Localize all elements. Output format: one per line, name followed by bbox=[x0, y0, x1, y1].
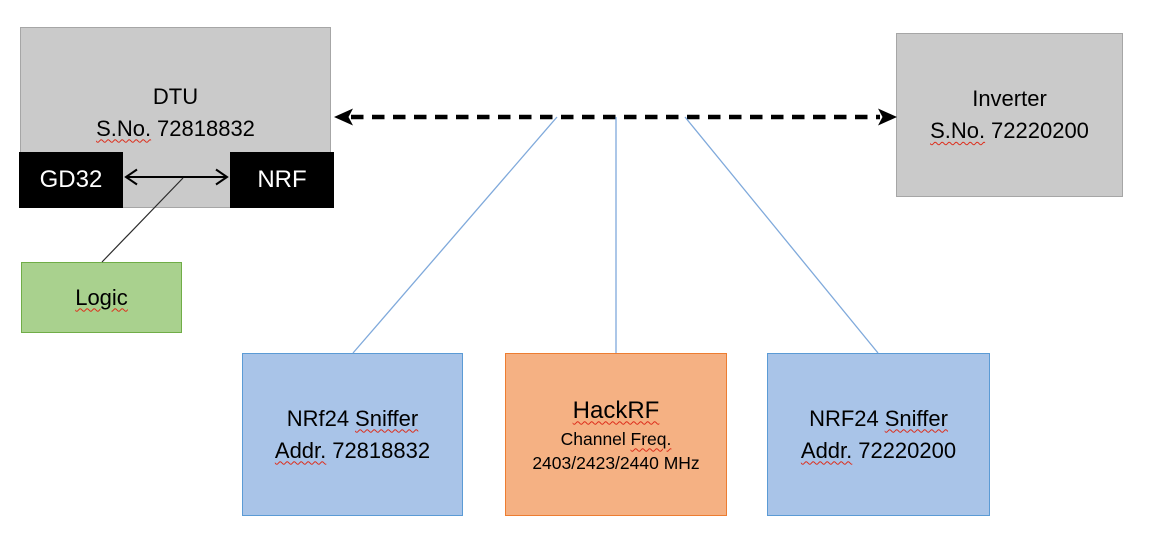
hackrf-title-line: HackRF bbox=[573, 395, 660, 427]
inverter-box: Inverter S.No. 72220200 bbox=[896, 33, 1123, 197]
connector-link-to-sniffer-left bbox=[352, 116, 558, 354]
dashed-link-right-arrowhead-icon bbox=[878, 108, 897, 126]
sniffer-left-addr-number: 72818832 bbox=[332, 437, 431, 463]
logic-line: Logic bbox=[75, 282, 128, 314]
sniffer-right-addr-label: Addr. bbox=[800, 437, 853, 463]
sniffer-left-name-line: NRf24 Sniffer bbox=[287, 403, 418, 435]
sniffer-left-box: NRf24 Sniffer Addr. 72818832 bbox=[242, 353, 463, 516]
sniffer-left-name-prefix: NRf24 bbox=[286, 405, 350, 431]
hackrf-channel-line: Channel Freq. bbox=[561, 427, 672, 451]
inverter-title: Inverter bbox=[972, 83, 1047, 115]
inverter-title-text: Inverter bbox=[972, 86, 1047, 111]
nrf-chip: NRF bbox=[230, 152, 334, 208]
dashed-link-left-arrowhead-icon bbox=[334, 108, 353, 126]
nrf-label: NRF bbox=[257, 166, 307, 193]
sniffer-left-addr-label: Addr. bbox=[274, 437, 327, 463]
gd32-label: GD32 bbox=[39, 166, 103, 193]
sniffer-left-name-word: Sniffer bbox=[355, 405, 419, 431]
inverter-serial-number: 72220200 bbox=[991, 118, 1089, 143]
inverter-serial-label: S.No. bbox=[930, 118, 986, 143]
dtu-title-text: DTU bbox=[152, 83, 199, 109]
dtu-serial-line: S.No. 72818832 bbox=[96, 113, 255, 145]
sniffer-right-name-prefix: NRF24 bbox=[809, 405, 879, 431]
dtu-title: DTU bbox=[153, 81, 198, 113]
sniffer-right-box: NRF24 Sniffer Addr. 72220200 bbox=[767, 353, 990, 516]
hackrf-frequencies-line: 2403/2423/2440 MHz bbox=[532, 451, 699, 475]
dtu-serial-number: 72818832 bbox=[157, 115, 255, 141]
hackrf-freq-word: Freq. bbox=[630, 428, 672, 449]
inverter-serial-line: S.No. 72220200 bbox=[930, 115, 1089, 147]
sniffer-right-name-word: Sniffer bbox=[884, 405, 948, 431]
dtu-serial-label: S.No. bbox=[96, 115, 152, 141]
hackrf-title: HackRF bbox=[572, 396, 660, 424]
sniffer-left-addr-line: Addr. 72818832 bbox=[275, 435, 430, 467]
connector-link-to-sniffer-right bbox=[684, 116, 879, 354]
hackrf-frequencies: 2403/2423/2440 MHz bbox=[532, 452, 700, 473]
sniffer-right-addr-line: Addr. 72220200 bbox=[801, 435, 956, 467]
sniffer-right-addr-number: 72220200 bbox=[858, 437, 957, 463]
sniffer-right-name-line: NRF24 Sniffer bbox=[809, 403, 948, 435]
hackrf-box: HackRF Channel Freq. 2403/2423/2440 MHz bbox=[505, 353, 727, 516]
logic-box: Logic bbox=[21, 262, 182, 333]
hackrf-channel-word: Channel bbox=[560, 428, 626, 449]
gd32-chip: GD32 bbox=[19, 152, 123, 208]
logic-label: Logic bbox=[75, 284, 128, 310]
